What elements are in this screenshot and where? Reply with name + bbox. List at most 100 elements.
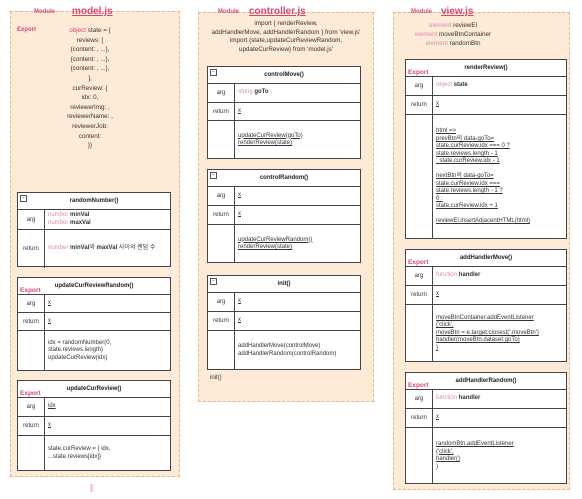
function-header: Export updateCurReviewRandom() xyxy=(18,278,170,295)
row-key: return xyxy=(406,96,433,114)
controller-module-name: controller.js xyxy=(249,6,306,17)
value-line: ) xyxy=(436,345,563,353)
row-value: x xyxy=(48,313,167,330)
value-text: reviewEl.insertAdjacentHTML(html) xyxy=(436,218,531,225)
export-label: Export xyxy=(20,287,41,294)
value-text: maxVal xyxy=(70,219,91,226)
value-line: prevBtn의 data-goTo= xyxy=(436,136,563,144)
function-header: Export updateCurReview() xyxy=(18,381,170,398)
value-line: ) xyxy=(436,464,563,472)
value-text: ('click', xyxy=(436,322,454,329)
value-line: function handler xyxy=(436,395,563,403)
value-text: renderReview(state) xyxy=(238,140,293,146)
row-value: updateCurReview(goTo)renderReview(state) xyxy=(238,121,357,159)
state-line: {content: , ...}, xyxy=(70,55,110,63)
value-text: renderReview(state) xyxy=(238,244,293,250)
value-text: 사이의 랜덤 수 xyxy=(117,245,156,252)
value-line: object state xyxy=(436,82,563,90)
value-line: state.curReview.idx === 0 ? xyxy=(436,143,563,151)
value-text: goTo xyxy=(254,89,269,96)
row-value: function handler xyxy=(436,390,563,408)
row-key: arg xyxy=(208,84,235,102)
state-line: reviewerImg: , xyxy=(70,103,110,111)
init-call: init() xyxy=(210,375,222,381)
element-decl: element reviewEl xyxy=(393,21,513,30)
minus-box-icon[interactable]: − xyxy=(210,172,217,179)
type-annotation: number xyxy=(48,219,71,226)
row-value: x xyxy=(48,295,167,312)
row-value: addHandlerMove(controlMove)addHandlerRan… xyxy=(238,331,357,370)
value-line: renderReview(state) xyxy=(238,140,357,148)
row-body: updateCurReview(goTo)renderReview(state) xyxy=(208,121,360,159)
value-line: ('click', xyxy=(436,449,563,457)
value-text: updateCurReview(goTo) xyxy=(238,132,303,139)
value-text: : state.curReview.idx - 1 xyxy=(436,158,500,165)
function-name: updateCurReview() xyxy=(66,386,122,392)
element-name: reviewEl xyxy=(451,22,477,29)
value-text: ) xyxy=(436,344,438,351)
import-line: addHandlerMove, addHandlerRandom } from … xyxy=(211,28,361,36)
value-text: x xyxy=(238,317,241,324)
value-text: handler xyxy=(458,272,481,279)
function-header: − randomNumber() xyxy=(18,193,170,210)
value-text: x xyxy=(48,422,51,429)
model-module-tag: Module xyxy=(34,9,55,15)
element-type: element xyxy=(414,31,438,38)
type-annotation: function xyxy=(436,395,459,402)
type-annotation: number xyxy=(48,212,71,218)
value-text: x xyxy=(238,211,241,218)
row-value: idx xyxy=(48,398,167,416)
function-name: controlMove() xyxy=(264,72,304,78)
row-value: x xyxy=(48,417,167,435)
value-line: updateCurReviewRandom() xyxy=(238,237,357,245)
value-line: updateCurReview(idx) xyxy=(48,355,167,363)
model-module-name: model.js xyxy=(72,6,113,17)
value-line: state.curReview = { idx, xyxy=(48,446,167,454)
row-key xyxy=(406,305,433,362)
row-value: randomBtn.addEventListener('click',handl… xyxy=(436,428,563,484)
row-value: x xyxy=(238,312,357,330)
row-value: string goTo xyxy=(238,84,357,102)
value-line: x xyxy=(238,317,357,325)
value-text: handler(moveBtn.dataset.goTo) xyxy=(436,337,520,344)
value-line: state.curReview.idx + 1 xyxy=(436,203,563,211)
minus-box-icon[interactable]: − xyxy=(20,195,27,202)
minus-box-icon[interactable]: − xyxy=(210,278,217,285)
export-label: Export xyxy=(20,390,41,397)
value-line: idx xyxy=(48,403,167,411)
function-header: − init() xyxy=(208,276,360,293)
value-text: addHandlerRandom(controlRandom) xyxy=(238,350,337,357)
value-line: ...state.reviews[idx]} xyxy=(48,454,167,462)
state-line: content: xyxy=(78,132,102,140)
value-line: string goTo xyxy=(238,89,357,97)
minus-box-icon[interactable]: − xyxy=(210,69,217,76)
value-text: state.curReview.idx === xyxy=(436,180,500,187)
value-text: idx = randomNumber(0, xyxy=(48,339,112,346)
state-line: reviewerName: , xyxy=(67,113,113,121)
state-line: idx: 0, xyxy=(81,94,99,102)
row-value: x xyxy=(238,187,357,205)
row-body: html =>prevBtn의 data-goTo=state.curRevie… xyxy=(406,115,566,239)
model-state-code: object state = { reviews: [{content: , .… xyxy=(40,26,140,151)
scroll-marker xyxy=(90,484,93,492)
row-body: moveBtnContainer.addEventListener('click… xyxy=(406,305,566,362)
row-body: randomBtn.addEventListener('click',handl… xyxy=(406,428,566,484)
value-text: updateCurReview(idx) xyxy=(48,354,108,361)
value-text: ('click', xyxy=(436,448,454,455)
row-key: return xyxy=(18,313,45,330)
value-line: function handler xyxy=(436,272,563,280)
value-text: 와 xyxy=(89,245,97,252)
